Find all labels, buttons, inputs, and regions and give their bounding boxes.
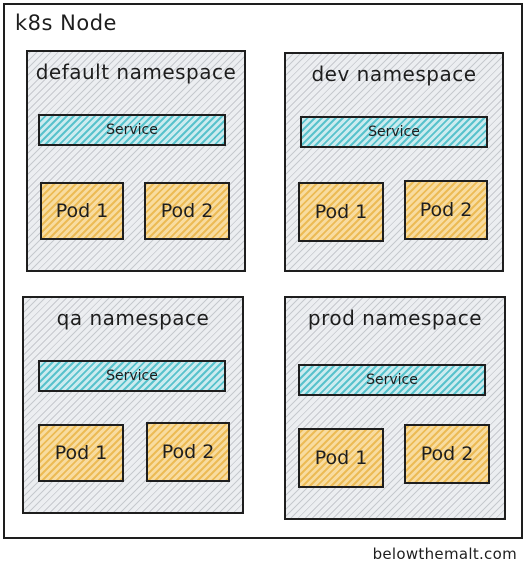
service: Service xyxy=(38,360,226,392)
namespace-title: dev namespace xyxy=(311,62,477,86)
pod-label: Pod 2 xyxy=(161,441,215,463)
namespace-dev: dev namespace Service Pod 1 Pod 2 xyxy=(284,52,504,272)
service-label: Service xyxy=(106,368,158,384)
pod-1: Pod 1 xyxy=(40,182,124,240)
pod-label: Pod 2 xyxy=(419,199,473,221)
node-title: k8s Node xyxy=(15,11,117,35)
service: Service xyxy=(298,364,486,396)
pod-label: Pod 1 xyxy=(54,442,108,464)
namespace-title: default namespace xyxy=(35,60,237,84)
pod-2: Pod 2 xyxy=(404,424,490,484)
namespace-title: prod namespace xyxy=(307,306,483,330)
pod-label: Pod 1 xyxy=(314,447,368,469)
pod-1: Pod 1 xyxy=(298,428,384,488)
service: Service xyxy=(300,116,488,148)
service-label: Service xyxy=(366,372,418,388)
namespace-prod: prod namespace Service Pod 1 Pod 2 xyxy=(284,296,506,520)
pod-2: Pod 2 xyxy=(404,180,488,240)
pod-1: Pod 1 xyxy=(298,182,384,242)
service: Service xyxy=(38,114,226,146)
pod-1: Pod 1 xyxy=(38,424,124,482)
namespace-title: qa namespace xyxy=(56,306,210,330)
pod-label: Pod 1 xyxy=(55,200,109,222)
credit-text: belowthemalt.com xyxy=(372,545,517,563)
service-label: Service xyxy=(106,122,158,138)
pod-2: Pod 2 xyxy=(146,422,230,482)
pod-label: Pod 2 xyxy=(160,200,214,222)
pod-2: Pod 2 xyxy=(144,182,230,240)
namespace-default: default namespace Service Pod 1 Pod 2 xyxy=(26,50,246,272)
namespace-qa: qa namespace Service Pod 1 Pod 2 xyxy=(22,296,244,514)
pod-label: Pod 2 xyxy=(420,443,474,465)
service-label: Service xyxy=(368,124,420,140)
pod-label: Pod 1 xyxy=(314,201,368,223)
